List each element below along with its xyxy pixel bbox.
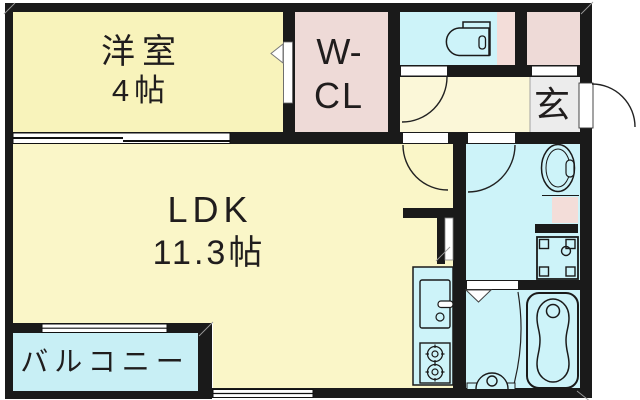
wall-ps-side [437, 218, 445, 264]
corner-miters [3, 1, 594, 400]
label-wcl-line1: W- [316, 31, 361, 72]
stove-icon [419, 342, 451, 384]
wall-ldk-stub [403, 208, 455, 218]
washroom-door-arc [467, 144, 516, 193]
label-western-room: 洋室 [101, 33, 183, 71]
opening-shoe-closet [532, 66, 577, 76]
window-ldk-south [212, 389, 314, 398]
label-ldk-size: 11.3帖 [153, 234, 266, 272]
bathtub-icon [526, 292, 579, 389]
wall-wcl-hall [388, 12, 400, 132]
wall-left [5, 3, 13, 399]
window-balcony [41, 323, 168, 333]
openings [12, 66, 577, 398]
toilet-counter-strip [497, 12, 515, 65]
toilet-icon [445, 21, 491, 57]
room-fills [13, 12, 580, 391]
opening-hall-washroom [468, 133, 515, 143]
opening-bathroom [467, 281, 518, 289]
sliding-door-western-ldk [12, 132, 231, 144]
room-labels: 洋室 4帖 W- CL LDK 11.3帖 バルコニー 玄 [20, 31, 570, 377]
opening-hall-ldk [403, 133, 448, 143]
washbasin-icon [540, 143, 579, 196]
washroom-counter-pink [552, 197, 578, 223]
entrance-door-icon [578, 82, 636, 129]
room-genkan [530, 77, 580, 132]
wall-top [5, 3, 592, 12]
balcony-fence-right [198, 323, 212, 399]
washroom-counter-bar [535, 224, 578, 233]
room-walk-in-closet [295, 12, 388, 132]
wall-right-lower [580, 128, 592, 398]
wall-toilet-closet [515, 12, 527, 65]
wall-washroom-bathroom [466, 280, 580, 290]
label-balcony: バルコニー [20, 346, 189, 377]
shoe-closet [527, 12, 580, 65]
toilet-door-arc [401, 76, 448, 123]
hallway [400, 77, 530, 132]
ldk-door-arc [402, 144, 449, 191]
label-wcl-line2: CL [314, 75, 364, 116]
kitchen-faucet-icon [437, 300, 454, 309]
room-ldk [13, 144, 453, 388]
wall-bottom [205, 388, 592, 398]
label-genkan: 玄 [534, 84, 570, 125]
room-western [13, 12, 283, 132]
kitchen-counter [412, 266, 454, 386]
bathroom-folding-door-icon [464, 289, 522, 389]
shower-station-icon [466, 372, 516, 390]
room-balcony [13, 333, 198, 391]
opening-toilet [401, 66, 447, 76]
balcony-fence-bottom [5, 391, 211, 399]
washing-machine-pan-icon [536, 236, 579, 280]
wall-right-upper [580, 3, 592, 83]
pipe-space [444, 217, 454, 261]
kitchen-icon [412, 266, 454, 386]
wall-kitchen-washroom [453, 144, 466, 390]
wcl-door-icon [270, 41, 293, 104]
label-ldk: LDK [167, 189, 252, 230]
label-western-size: 4帖 [112, 73, 170, 108]
doors [270, 41, 636, 389]
